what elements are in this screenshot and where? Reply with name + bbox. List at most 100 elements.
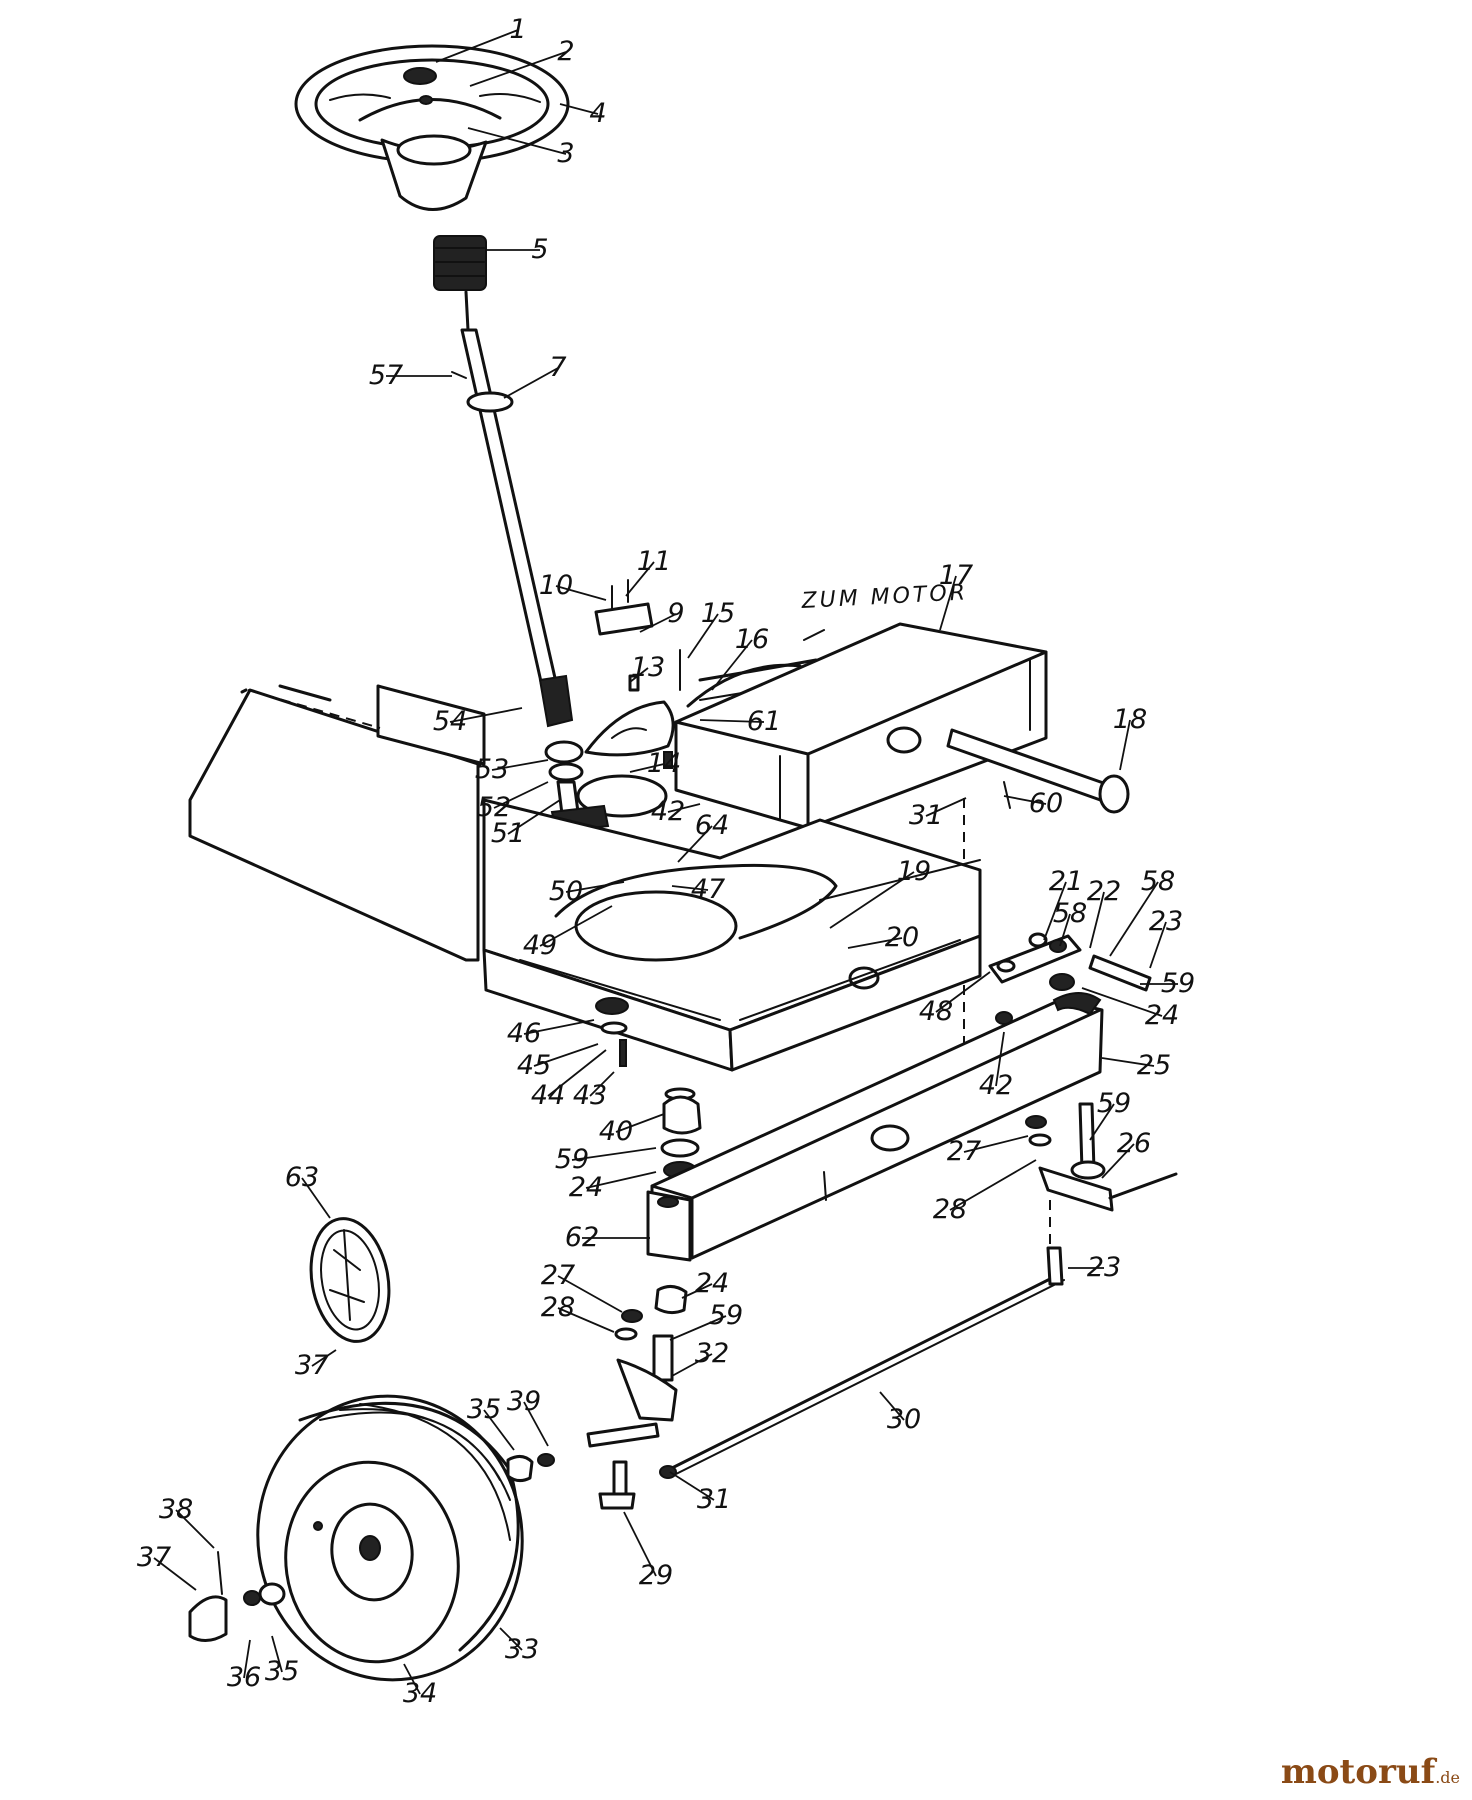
leader-line-c18 xyxy=(1119,719,1131,771)
leader-line-c25 xyxy=(1101,1057,1155,1067)
leader-line-c28a xyxy=(949,1159,1037,1211)
callout-c37b: 37 xyxy=(137,1542,171,1573)
leader-line-c17 xyxy=(939,575,957,631)
callout-c38: 38 xyxy=(159,1494,193,1525)
leader-line-c31a xyxy=(925,797,967,817)
leader-line-c11 xyxy=(625,561,655,597)
callout-c28b: 28 xyxy=(541,1292,575,1323)
leader-line-c1 xyxy=(435,29,519,63)
leader-line-c42b xyxy=(995,1031,1005,1087)
callout-c47: 47 xyxy=(691,874,725,905)
leader-line-c19 xyxy=(829,871,915,929)
leader-line-c28b xyxy=(557,1307,615,1333)
callout-c17: 17 xyxy=(939,560,973,591)
callout-c50: 50 xyxy=(549,876,583,907)
leader-line-c35b xyxy=(271,1635,283,1673)
leader-line-c14 xyxy=(629,763,665,773)
leader-line-c2 xyxy=(469,51,567,87)
leader-line-c42a xyxy=(667,803,701,813)
leader-line-c52 xyxy=(493,781,549,809)
leader-line-c39 xyxy=(523,1401,549,1447)
callout-c24c: 24 xyxy=(695,1268,729,1299)
leader-line-c21 xyxy=(1043,881,1067,941)
leader-line-c51 xyxy=(507,799,561,835)
steering-arm-right xyxy=(988,932,1152,1025)
front-axle xyxy=(646,992,1104,1262)
callout-c15: 15 xyxy=(701,598,735,629)
leader-line-c43 xyxy=(589,1071,615,1097)
callout-c32: 32 xyxy=(695,1338,729,1369)
leader-line-c37a xyxy=(311,1349,337,1367)
leader-line-c59b xyxy=(1089,1103,1115,1141)
callout-c63: 63 xyxy=(285,1162,319,1193)
callout-c44: 44 xyxy=(531,1080,565,1111)
leader-line-c45 xyxy=(533,1043,599,1067)
callout-c23a: 23 xyxy=(1149,906,1183,937)
callout-c59b: 59 xyxy=(1097,1088,1131,1119)
leader-line-c32 xyxy=(671,1353,713,1377)
callout-c58a: 58 xyxy=(1141,866,1175,897)
callout-c26: 26 xyxy=(1117,1128,1151,1159)
leader-line-c24b xyxy=(585,1171,657,1189)
watermark-name: motoruf xyxy=(1280,1752,1436,1792)
callout-c60: 60 xyxy=(1029,788,1063,819)
callout-c16: 16 xyxy=(735,624,769,655)
pivot-parts-left xyxy=(595,997,702,1179)
callout-c42a: 42 xyxy=(651,796,685,827)
leader-line-c13 xyxy=(629,667,649,683)
callout-c40: 40 xyxy=(599,1116,633,1147)
callout-c52: 52 xyxy=(477,792,511,823)
callout-c2: 2 xyxy=(557,36,574,67)
callout-c24b: 24 xyxy=(569,1172,603,1203)
rod-to-motor xyxy=(698,629,825,682)
leader-line-c40 xyxy=(615,1113,665,1133)
tie-rod xyxy=(659,1246,1065,1479)
callout-c21: 21 xyxy=(1049,866,1083,897)
hub-cap xyxy=(309,1217,391,1343)
callout-c25: 25 xyxy=(1137,1050,1171,1081)
leader-line-c20 xyxy=(847,937,903,949)
axle-hardware xyxy=(188,1453,555,1642)
callout-c35a: 35 xyxy=(467,1394,501,1425)
callout-c28a: 28 xyxy=(933,1194,967,1225)
callout-c59c: 59 xyxy=(555,1144,589,1175)
callout-c62: 62 xyxy=(565,1222,599,1253)
leader-line-c60 xyxy=(1003,795,1047,805)
callout-c5: 5 xyxy=(531,234,548,265)
callout-c3: 3 xyxy=(557,138,574,169)
callout-c23b: 23 xyxy=(1087,1252,1121,1283)
callout-c45: 45 xyxy=(517,1050,551,1081)
leader-line-c27a xyxy=(963,1135,1029,1153)
leader-line-c31b xyxy=(669,1471,715,1501)
leader-line-c64 xyxy=(677,825,713,863)
callout-c59a: 59 xyxy=(1161,968,1195,999)
leader-line-c38 xyxy=(175,1509,215,1549)
leader-line-c49 xyxy=(539,905,613,947)
leader-line-c59c xyxy=(571,1147,657,1161)
callout-c48: 48 xyxy=(919,996,953,1027)
callout-c42b: 42 xyxy=(979,1070,1013,1101)
leader-line-c29 xyxy=(623,1511,657,1577)
callout-c10: 10 xyxy=(539,570,573,601)
spindle-right xyxy=(1025,1102,1178,1260)
callout-c14: 14 xyxy=(647,748,681,779)
callout-c34: 34 xyxy=(403,1678,437,1709)
callout-c58b: 58 xyxy=(1053,898,1087,929)
leader-line-c9 xyxy=(639,613,677,633)
callout-c30: 30 xyxy=(887,1404,921,1435)
callout-c9: 9 xyxy=(667,598,684,629)
leader-line-c36 xyxy=(243,1639,251,1679)
callout-c33: 33 xyxy=(505,1634,539,1665)
leader-line-c30 xyxy=(879,1391,905,1421)
callout-c35b: 35 xyxy=(265,1656,299,1687)
leader-line-c50 xyxy=(565,881,625,893)
leader-line-c58a xyxy=(1109,881,1159,957)
leader-line-c33 xyxy=(499,1627,523,1651)
leader-line-c54 xyxy=(449,707,523,723)
steering-wheel xyxy=(294,44,570,211)
leader-line-c58b xyxy=(1059,913,1071,947)
callout-c53: 53 xyxy=(475,754,509,785)
callout-c13: 13 xyxy=(631,652,665,683)
callout-c46: 46 xyxy=(507,1018,541,1049)
